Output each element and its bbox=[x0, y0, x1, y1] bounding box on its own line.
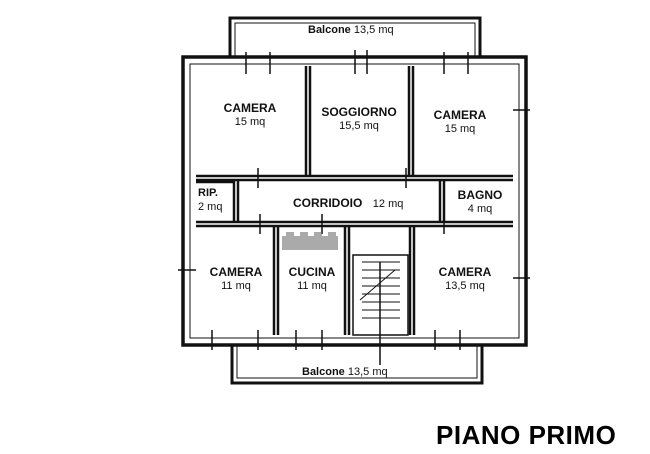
room-cucina: CUCINA 11 mq bbox=[279, 266, 345, 292]
room-camera-nw: CAMERA 15 mq bbox=[210, 102, 290, 128]
balcone-bottom-outline bbox=[230, 345, 484, 385]
room-area: 4 mq bbox=[467, 203, 493, 215]
balcone-top-name: Balcone bbox=[308, 24, 351, 36]
room-area: 11 mq bbox=[297, 280, 327, 292]
room-area: 13,5 mq bbox=[445, 280, 485, 292]
balcone-bottom-area: 13,5 mq bbox=[347, 366, 388, 378]
window-marks bbox=[178, 50, 530, 350]
room-name: BAGNO bbox=[457, 188, 503, 202]
balcone-top-area: 13,5 mq bbox=[353, 24, 394, 36]
balcone-top-outline bbox=[228, 16, 482, 58]
room-area: 12 mq bbox=[372, 198, 404, 210]
room-camera-sw: CAMERA 11 mq bbox=[198, 266, 274, 292]
room-camera-ne: CAMERA 15 mq bbox=[420, 109, 500, 135]
room-name: CAMERA bbox=[438, 265, 492, 279]
room-name: CAMERA bbox=[223, 101, 277, 115]
balcone-bottom-label: Balcone 13,5 mq bbox=[302, 367, 388, 378]
room-name: RIP. bbox=[198, 187, 218, 199]
interior-walls bbox=[196, 66, 513, 335]
room-name: CAMERA bbox=[433, 108, 487, 122]
room-bagno: BAGNO 4 mq bbox=[450, 189, 510, 215]
staircase bbox=[352, 254, 409, 365]
watermark bbox=[282, 232, 338, 250]
room-name: CUCINA bbox=[288, 265, 336, 279]
room-rip: RIP. 2 mq bbox=[198, 188, 232, 213]
balcone-top-label: Balcone 13,5 mq bbox=[308, 25, 394, 36]
room-area: 11 mq bbox=[221, 280, 251, 292]
room-name: SOGGIORNO bbox=[321, 105, 397, 119]
room-area: 15 mq bbox=[234, 116, 266, 128]
room-area: 2 mq bbox=[198, 201, 223, 213]
room-area: 15,5 mq bbox=[339, 120, 379, 132]
floor-title: PIANO PRIMO bbox=[436, 420, 617, 450]
room-area: 15 mq bbox=[444, 123, 476, 135]
room-name: CORRIDOIO bbox=[293, 196, 363, 210]
room-corridoio: CORRIDOIO 12 mq bbox=[293, 195, 403, 211]
room-name: CAMERA bbox=[209, 265, 263, 279]
room-soggiorno: SOGGIORNO 15,5 mq bbox=[313, 106, 405, 132]
room-camera-se: CAMERA 13,5 mq bbox=[425, 266, 505, 292]
balcone-bottom-name: Balcone bbox=[302, 366, 345, 378]
